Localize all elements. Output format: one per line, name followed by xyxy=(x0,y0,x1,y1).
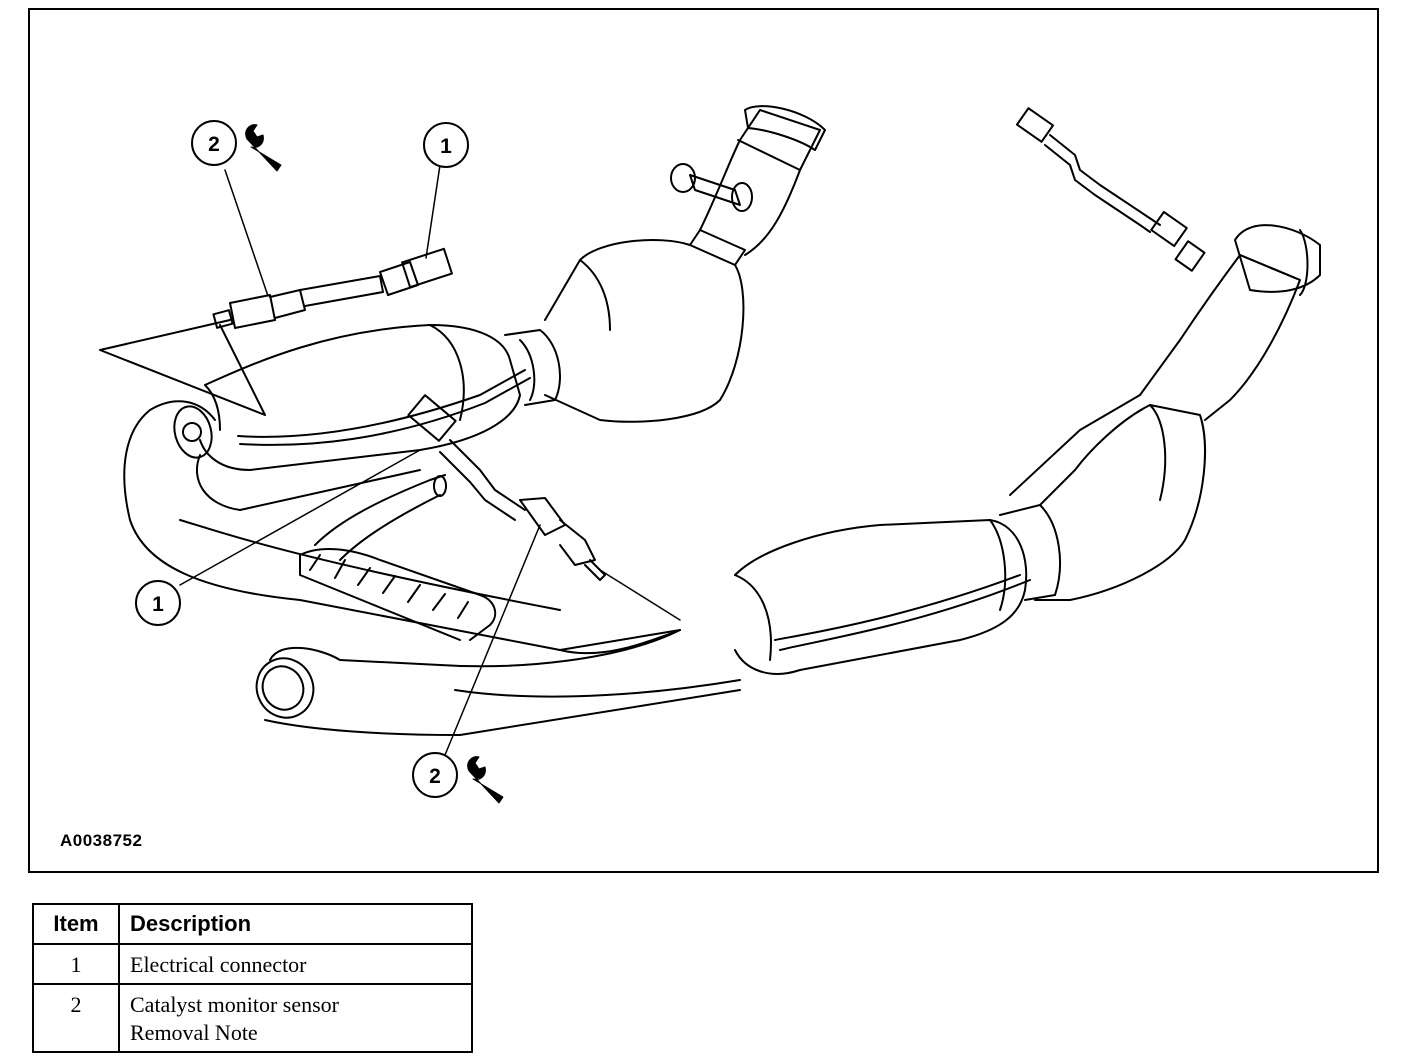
left-catalytic-converter xyxy=(199,324,561,471)
item-number: 2 xyxy=(32,983,120,1053)
exhaust-illustration: 2 1 1 2 xyxy=(99,105,1321,804)
callout-leaders xyxy=(179,164,681,756)
left-rear-converter xyxy=(544,105,826,423)
item-description: Catalyst monitor sensor Removal Note xyxy=(118,983,473,1053)
item-number: 1 xyxy=(32,943,120,985)
table-row: 2 Catalyst monitor sensor Removal Note xyxy=(32,983,473,1053)
figure-frame xyxy=(28,8,1379,873)
right-rear-converter xyxy=(1009,224,1321,601)
header-description: Description xyxy=(118,903,473,945)
callout-2-top: 2 xyxy=(191,120,237,166)
wrench-icon xyxy=(467,756,504,804)
center-sensor xyxy=(237,369,606,581)
upper-right-sensor xyxy=(1015,107,1206,272)
callout-1-top: 1 xyxy=(423,122,469,168)
callout-number: 2 xyxy=(208,133,220,156)
upper-left-sensor xyxy=(99,247,453,416)
description-line: Removal Note xyxy=(130,1020,258,1045)
figure-id: A0038752 xyxy=(60,831,143,850)
callout-number: 1 xyxy=(152,593,164,616)
callout-number: 1 xyxy=(440,135,452,158)
description-line: Catalyst monitor sensor xyxy=(130,992,339,1017)
right-catalytic-converter xyxy=(734,504,1061,675)
wrench-icon xyxy=(245,124,282,172)
description-line: Electrical connector xyxy=(130,952,307,977)
legend-header-row: Item Description xyxy=(32,903,473,945)
right-exhaust-pipe xyxy=(255,629,741,736)
header-item: Item xyxy=(32,903,120,945)
table-row: 1 Electrical connector xyxy=(32,943,473,985)
left-y-pipe xyxy=(123,400,681,655)
callout-number: 2 xyxy=(429,765,441,788)
callout-2-bottom: 2 xyxy=(412,752,458,798)
item-description: Electrical connector xyxy=(118,943,473,985)
callout-1-left: 1 xyxy=(135,580,181,626)
legend-table: Item Description 1 Electrical connector … xyxy=(32,903,473,1053)
